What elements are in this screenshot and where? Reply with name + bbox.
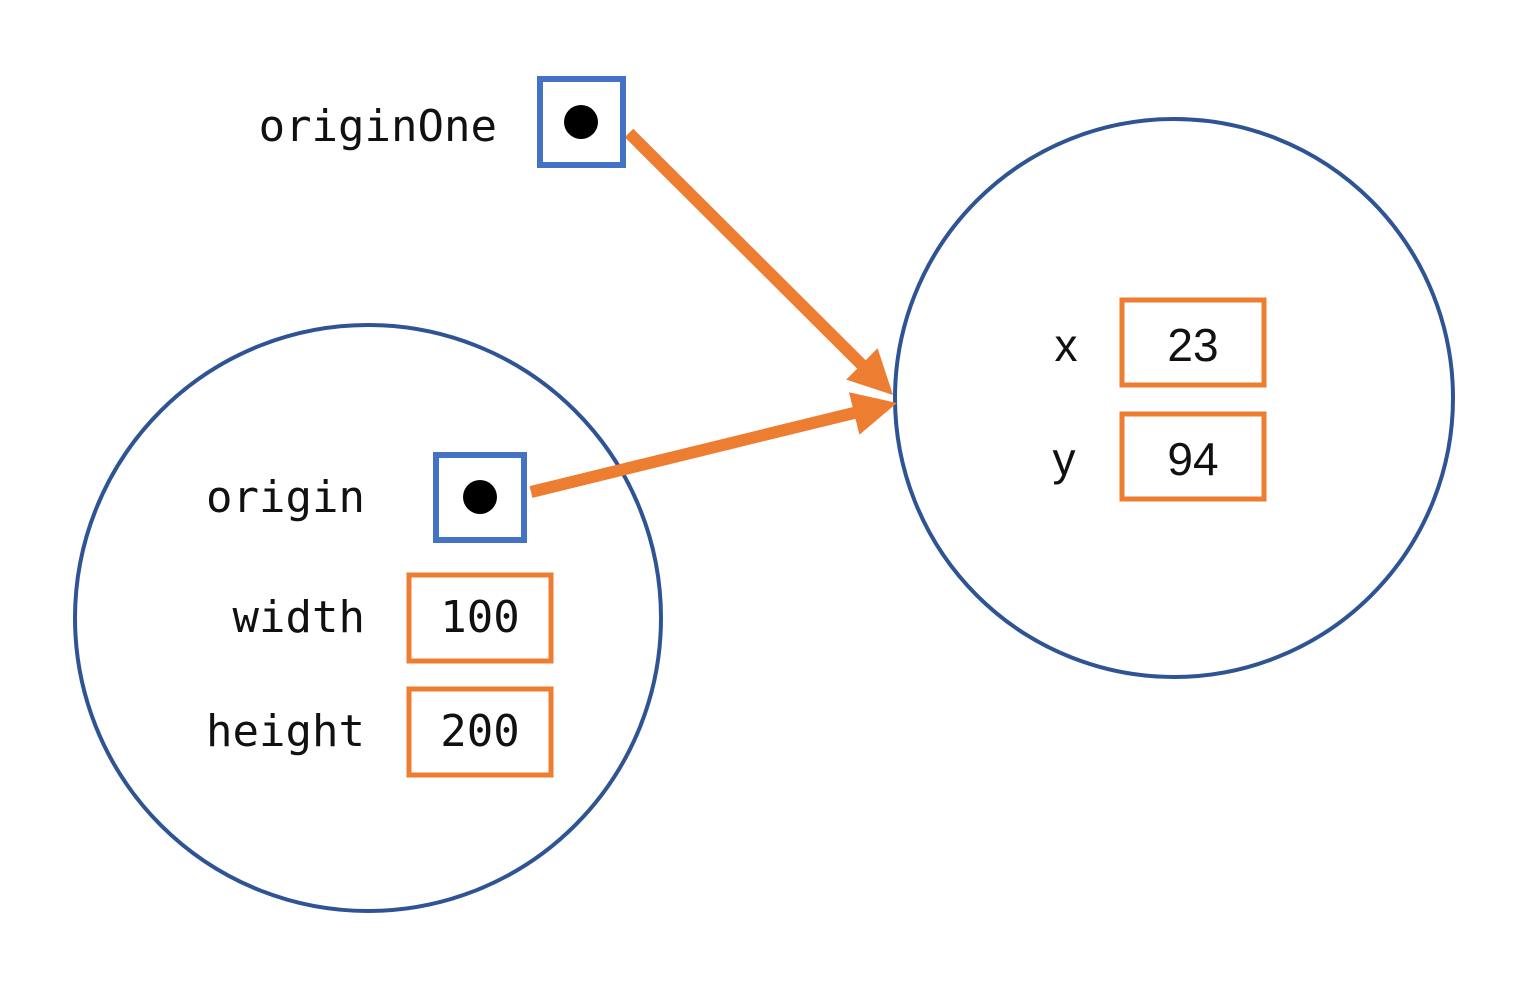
origin-reference-box xyxy=(433,452,527,543)
arrow-shaft xyxy=(529,406,860,498)
rectangle-object-circle xyxy=(73,323,663,913)
origin-pointer-dot-icon xyxy=(463,480,497,514)
originone-reference-label: originOne xyxy=(259,101,497,152)
y-field-label: y xyxy=(1053,433,1076,485)
width-value-box xyxy=(406,572,554,664)
originone-pointer-dot-icon xyxy=(564,105,598,139)
y-field-value: 94 xyxy=(1167,433,1218,485)
width-field-label: width xyxy=(233,592,365,643)
arrow-shaft xyxy=(624,128,869,372)
y-value-box xyxy=(1119,411,1267,502)
height-field-value: 200 xyxy=(440,706,519,757)
arrow-head-icon xyxy=(846,348,893,395)
arrow-head-icon xyxy=(849,392,897,435)
arrow-originone-to-point xyxy=(624,128,893,395)
x-field-value: 23 xyxy=(1167,319,1218,371)
x-value-box xyxy=(1119,297,1267,388)
origin-reference-label: origin xyxy=(206,472,365,523)
arrow-origin-to-point xyxy=(529,392,897,498)
width-field-value: 100 xyxy=(440,592,519,643)
originone-reference-box xyxy=(537,76,626,168)
height-field-label: height xyxy=(206,706,365,757)
x-field-label: x xyxy=(1055,319,1078,371)
height-value-box xyxy=(406,686,554,778)
point-object-circle xyxy=(893,117,1455,679)
